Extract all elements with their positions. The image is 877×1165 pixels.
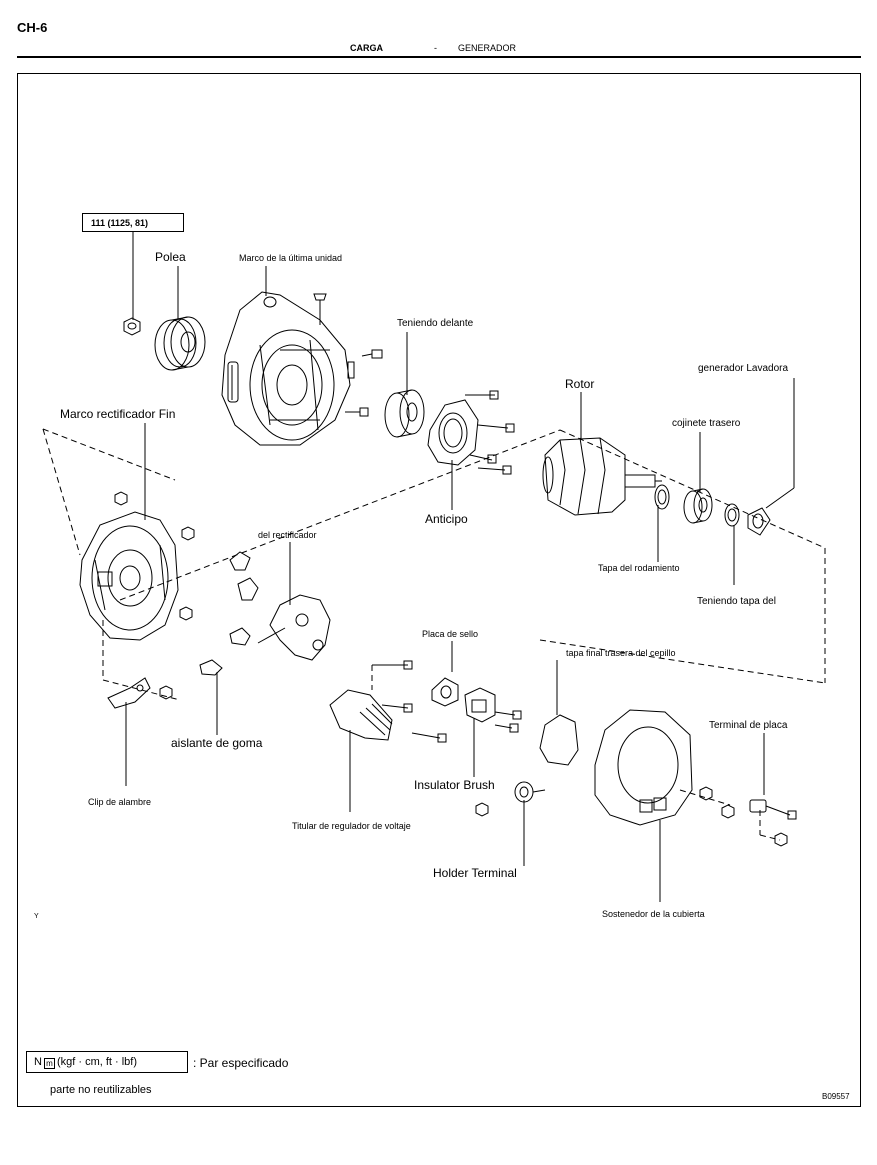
label-polea: Polea [155,250,186,264]
pulley-nut [123,317,141,336]
label-holder-terminal: Holder Terminal [433,866,517,880]
frame-nuts [114,491,195,700]
label-cojinete-trasero: cojinete trasero [672,418,741,429]
label-tapa-rodamiento: Tapa del rodamiento [598,563,680,573]
rectifier-end-frame [79,511,179,641]
torque-spec-box: 111 (1125, 81) [82,213,184,232]
diagram-frame [17,73,861,1107]
pulley [154,316,206,371]
label-teniendo-delante: Teniendo delante [397,318,474,329]
corner-mark: Y [34,913,39,920]
brush-end-cover [539,714,579,766]
legend-non-reusable: parte no reutilizables [50,1084,152,1096]
bearing-retainer-cap [724,503,740,527]
label-teniendo-tapa: Teniendo tapa del [697,596,776,607]
frame-bolts [313,293,383,417]
label-rotor: Rotor [565,377,595,391]
label-marco-rectificador-fin: Marco rectificador Fin [60,407,176,421]
figure-code: B09557 [822,1092,850,1101]
section-title: CARGA [350,43,383,53]
rectifier-insulators [199,551,259,676]
wire-clip [107,677,151,709]
generator-washer [747,507,771,536]
label-anticipo: Anticipo [425,512,468,526]
terminal-plate [749,799,797,847]
label-clip-alambre: Clip de alambre [88,797,152,807]
legend-description: : Par especificado [193,1056,289,1070]
page-id: CH-6 [17,20,48,35]
torque-wrench-icon: m [43,1058,55,1069]
subsection-title: GENERADOR [458,43,517,53]
label-titular-regulador: Titular de regulador de voltaje [292,821,411,831]
rear-bearing [683,488,713,524]
bearing-cover [654,484,670,510]
rear-end-cover [594,709,735,826]
leader-lines [125,232,795,902]
rectifier-holder [257,594,331,661]
rotor [542,437,662,516]
label-del-rectificador: del rectificador [258,530,317,540]
label-aislante-goma: aislante de goma [171,736,263,750]
label-terminal-placa: Terminal de placa [709,720,788,731]
voltage-regulator-holder [329,660,447,743]
legend-unit-n: N [34,1056,42,1068]
header-rule [17,56,861,58]
bearing-retainer [427,390,515,475]
label-tapa-final-cepillo: tapa final trasera del cepillo [566,648,676,658]
legend-units: (kgf · cm, ft · lbf) [56,1056,138,1068]
assembly-dashed-outline [42,428,826,841]
front-bearing [384,389,425,438]
header-separator: - [434,43,437,53]
terminal-holder [475,781,546,817]
label-sostenedor-cubierta: Sostenedor de la cubierta [602,909,705,919]
label-generador-lavadora: generador Lavadora [698,363,789,374]
label-placa-sello: Placa de sello [422,629,479,639]
drive-end-frame [221,291,351,446]
seal-plate [431,677,459,707]
label-marco-ultima-unidad: Marco de la última unidad [239,253,343,263]
brush-holder [464,687,522,733]
label-insulator-brush: Insulator Brush [414,778,495,792]
